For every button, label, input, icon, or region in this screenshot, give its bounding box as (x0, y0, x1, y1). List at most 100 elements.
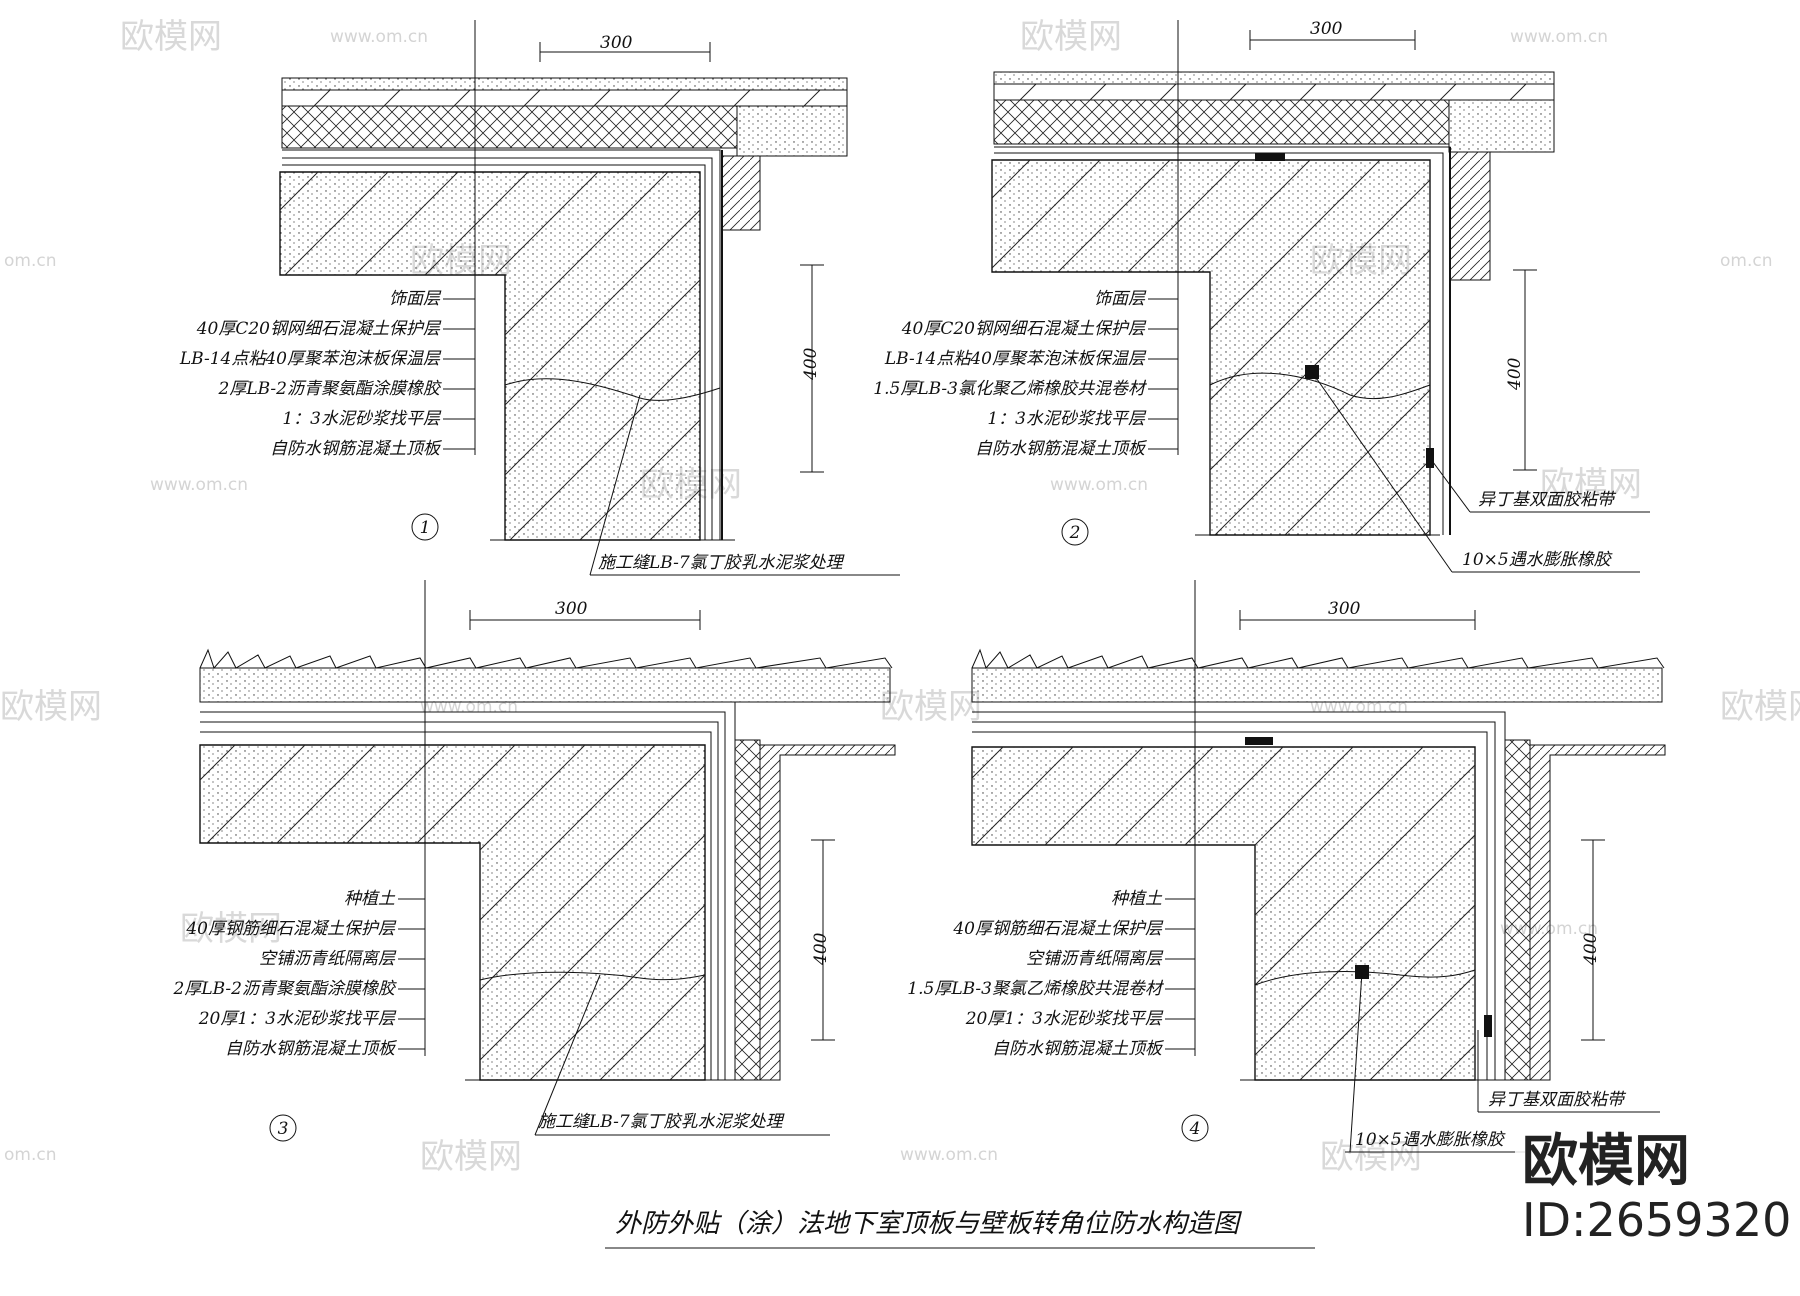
layer-label: 种植土 (344, 889, 396, 909)
layer-label: 1：3水泥砂浆找平层 (282, 409, 442, 429)
layer-label: 1.5厚LB-3聚氯乙烯橡胶共混卷材 (907, 979, 1164, 999)
layer-labels: 种植土 40厚钢筋细石混凝土保护层 空铺沥青纸隔离层 2厚LB-2沥青聚氨酯涂膜… (173, 889, 425, 1059)
watermark-text: 欧模网 (120, 17, 222, 57)
layer-label: 空铺沥青纸隔离层 (259, 949, 397, 969)
layer-labels: 饰面层 40厚C20钢网细石混凝土保护层 LB-14点粘40厚聚苯泡沫板保温层 … (873, 289, 1178, 459)
layer-label: 自防水钢筋混凝土顶板 (270, 439, 443, 459)
insulation-layer (281, 105, 738, 149)
protection-layer (199, 667, 891, 703)
watermark-url: www.om.cn (1510, 27, 1608, 47)
dimension-side: 400 (1505, 357, 1525, 391)
watermark-url: om.cn (4, 251, 57, 271)
callout-label: 异丁基双面胶粘带 (1488, 1090, 1627, 1110)
layer-label: 1：3水泥砂浆找平层 (987, 409, 1147, 429)
detail-number-circle (1181, 1114, 1209, 1142)
wall-insulation (1504, 739, 1531, 1081)
dimension-top: 300 (1310, 19, 1343, 39)
protection-layer (971, 667, 1663, 703)
detail-1: 300 400 饰面层 40厚C20钢网细石混凝土保护层 LB-14点粘40厚聚… (179, 20, 900, 576)
layer-label: 40厚钢筋细石混凝土保护层 (952, 919, 1164, 939)
callout-label: 施工缝LB-7氯丁胶乳水泥浆处理 (598, 553, 845, 573)
layer-label: 40厚C20钢网细石混凝土保护层 (196, 319, 442, 339)
watermark-url: om.cn (4, 1145, 57, 1165)
earth-fill (722, 155, 761, 231)
brand-id: ID:2659320 (1522, 1193, 1791, 1247)
drawing-title: 外防外贴（涂）法地下室顶板与壁板转角位防水构造图 (615, 1209, 1243, 1239)
callout-label: 施工缝LB-7氯丁胶乳水泥浆处理 (538, 1112, 785, 1132)
construction-joint (1254, 969, 1476, 986)
layer-label: 20厚1：3水泥砂浆找平层 (198, 1009, 397, 1029)
callout-label: 10×5遇水膨胀橡胶 (1355, 1130, 1506, 1150)
earth-fill (1450, 151, 1491, 281)
layer-labels: 种植土 40厚钢筋细石混凝土保护层 空铺沥青纸隔离层 1.5厚LB-3聚氯乙烯橡… (907, 889, 1195, 1059)
watermark-text: 欧模网 (1540, 465, 1642, 505)
finish-layer (993, 71, 1555, 85)
layer-label: 空铺沥青纸隔离层 (1026, 949, 1164, 969)
planting-soil (199, 648, 893, 669)
watermark-text: 欧模网 (1320, 1137, 1422, 1177)
layer-label: 20厚1：3水泥砂浆找平层 (965, 1009, 1164, 1029)
insulation-layer (993, 99, 1450, 145)
construction-joint (504, 378, 721, 401)
wall-cap (1448, 99, 1555, 153)
dimension-side: 400 (1581, 932, 1601, 966)
membrane-lines (200, 701, 736, 1080)
layer-label: 1.5厚LB-3氯化聚乙烯橡胶共混卷材 (873, 379, 1147, 399)
dimension-side: 400 (801, 347, 821, 381)
detail-number-circle (1061, 518, 1089, 546)
construction-joint (1209, 372, 1431, 400)
butyl-tape (1484, 1015, 1492, 1037)
watermark-text: 欧模网 (0, 687, 102, 727)
watermark-text: 欧模网 (180, 909, 282, 949)
detail-number: 1 (420, 518, 431, 538)
layer-label: 饰面层 (389, 289, 442, 309)
detail-4: 300 400 种植土 40厚钢筋细石混凝土保护层 空铺沥青纸隔离层 1.5厚L… (907, 580, 1666, 1153)
detail-number: 3 (278, 1119, 289, 1139)
brand-logo-text: 欧模网 (1522, 1129, 1690, 1194)
watermark-url: www.om.cn (150, 475, 248, 495)
watermark-text: 欧模网 (1720, 687, 1800, 727)
wall-cap (736, 105, 848, 157)
earth-fill (759, 744, 896, 1081)
protection-layer (281, 89, 848, 107)
wall-insulation (734, 739, 761, 1081)
layer-label: 自防水钢筋混凝土顶板 (975, 439, 1148, 459)
layer-label: 40厚C20钢网细石混凝土保护层 (901, 319, 1147, 339)
construction-joint (479, 971, 706, 981)
layer-label: 40厚钢筋细石混凝土保护层 (185, 919, 397, 939)
detail-number-circle (269, 1114, 297, 1142)
membrane-lines (282, 149, 721, 540)
detail-3: 300 400 种植土 40厚钢筋细石混凝土保护层 空铺沥青纸隔离层 2厚LB-… (173, 580, 896, 1142)
callout-label: 10×5遇水膨胀橡胶 (1462, 550, 1613, 570)
layer-label: 2厚LB-2沥青聚氨酯涂膜橡胶 (218, 379, 442, 399)
planting-soil (971, 648, 1665, 669)
dimension-top: 300 (600, 33, 633, 53)
watermark-url: om.cn (1720, 251, 1773, 271)
layer-label: 饰面层 (1094, 289, 1147, 309)
layer-label: 种植土 (1111, 889, 1163, 909)
dimension-top: 300 (1328, 599, 1361, 619)
brand-logo: 欧模网 ID:2659320 (1515, 1115, 1795, 1250)
detail-number: 4 (1189, 1119, 1201, 1139)
layer-label: 2厚LB-2沥青聚氨酯涂膜橡胶 (173, 979, 397, 999)
detail-2: 300 400 饰面层 40厚C20钢网细石混凝土保护层 LB-14点粘40厚聚… (873, 19, 1650, 573)
callout-label: 异丁基双面胶粘带 (1478, 490, 1617, 510)
dimension-side: 400 (811, 932, 831, 966)
watermark-text: 欧模网 (420, 1137, 522, 1177)
protection-layer (993, 83, 1555, 101)
watermark-text: 欧模网 (880, 687, 982, 727)
watermark-url: www.om.cn (330, 27, 428, 47)
dimension-top: 300 (555, 599, 588, 619)
waterstop-strip (1245, 737, 1273, 745)
earth-fill (1529, 744, 1666, 1081)
watermark-url: www.om.cn (900, 1145, 998, 1165)
waterstop-strip (1255, 153, 1285, 161)
layer-label: 自防水钢筋混凝土顶板 (225, 1039, 398, 1059)
watermark-text: 欧模网 (1020, 17, 1122, 57)
layer-labels: 饰面层 40厚C20钢网细石混凝土保护层 LB-14点粘40厚聚苯泡沫板保温层 … (179, 289, 475, 459)
layer-label: 自防水钢筋混凝土顶板 (992, 1039, 1165, 1059)
watermark-url: www.om.cn (1050, 475, 1148, 495)
detail-number-circle (411, 513, 439, 541)
layer-label: LB-14点粘40厚聚苯泡沫板保温层 (179, 349, 442, 369)
